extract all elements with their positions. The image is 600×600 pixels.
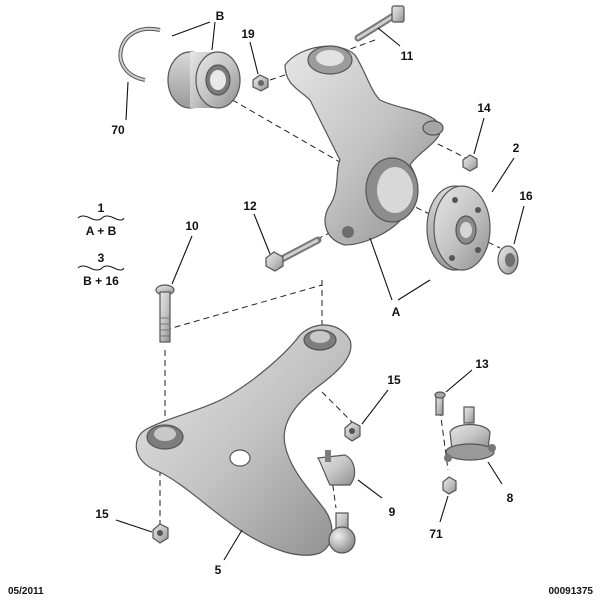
callout-8: 8 (507, 491, 514, 505)
footer-reference: 00091375 (549, 586, 594, 597)
legend-3-number: 3 (98, 251, 105, 265)
callout-70: 70 (111, 123, 125, 137)
callout-labels: B 19 11 70 14 2 16 12 10 A 15 13 9 8 15 … (95, 9, 533, 577)
nut-knuckle (462, 154, 478, 172)
leader-lines (115, 21, 525, 561)
bolt-stud (354, 5, 405, 42)
callout-10: 10 (185, 219, 199, 233)
wheel-hub (426, 185, 491, 271)
kit-legend: 1 A + B 3 B + 16 (77, 201, 125, 288)
lower-control-arm (135, 324, 352, 556)
nut-arm-rear (344, 421, 361, 442)
bolt-ball-joint (434, 391, 446, 416)
nut-arm-front (152, 523, 169, 544)
nut-ball-joint (442, 476, 457, 495)
clip-bracket (317, 450, 356, 486)
footer-date: 05/2011 (8, 586, 44, 597)
nut-small (252, 74, 269, 92)
callout-9: 9 (389, 505, 396, 519)
circlip (118, 26, 161, 82)
callout-15-upper: 15 (387, 373, 401, 387)
bolt-pinch (265, 236, 322, 272)
callout-71: 71 (429, 527, 443, 541)
legend-3-formula: B + 16 (83, 274, 119, 288)
callout-5: 5 (215, 563, 222, 577)
callout-16: 16 (519, 189, 533, 203)
steering-knuckle (284, 45, 444, 246)
callout-B: B (216, 9, 225, 23)
wheel-bearing (167, 51, 241, 109)
legend-1-number: 1 (98, 201, 105, 215)
callout-A: A (392, 305, 401, 319)
callout-13: 13 (475, 357, 489, 371)
arm-ball-joint (328, 512, 356, 554)
callout-2: 2 (513, 141, 520, 155)
callout-12: 12 (243, 199, 257, 213)
hub-nut (497, 245, 519, 275)
callout-15-lower: 15 (95, 507, 109, 521)
bolt-arm (155, 284, 175, 343)
callout-11: 11 (401, 49, 414, 63)
legend-1-formula: A + B (86, 224, 117, 238)
ball-joint (444, 406, 496, 462)
callout-14: 14 (477, 101, 491, 115)
callout-19: 19 (241, 27, 255, 41)
